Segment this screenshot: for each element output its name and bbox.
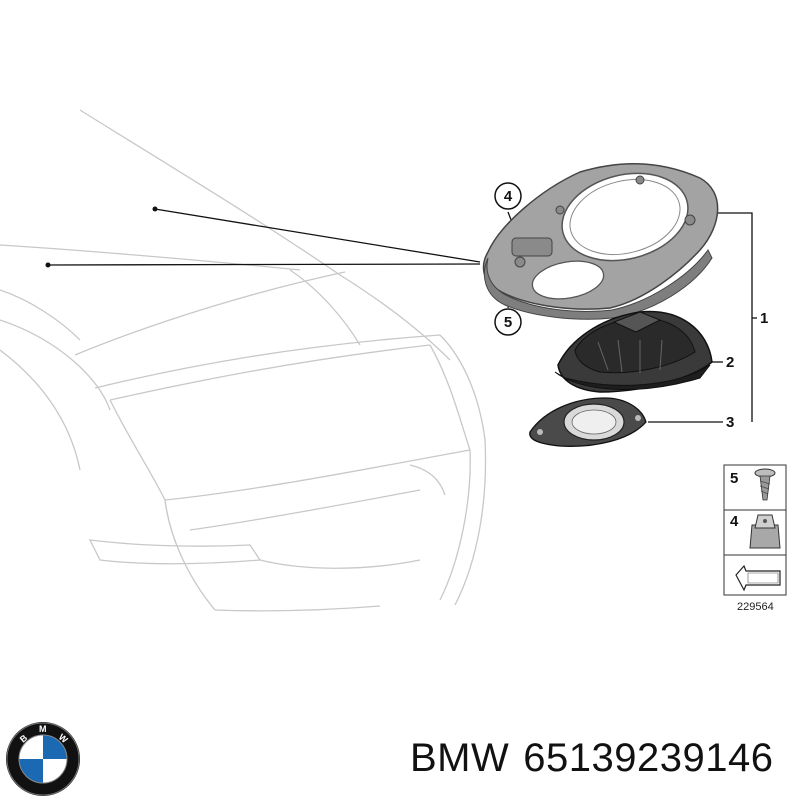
hardware-label-5: 5 — [730, 470, 738, 487]
svg-text:5: 5 — [504, 314, 512, 331]
loudspeaker — [554, 310, 713, 393]
callout-3: 3 — [726, 414, 734, 431]
callout-1: 1 — [760, 310, 768, 327]
hardware-panel: 5 4 — [723, 464, 787, 596]
screw-icon — [754, 468, 776, 501]
speaker-bracket — [482, 162, 719, 320]
leader-dot — [45, 262, 51, 268]
callout-4: 4 — [494, 182, 522, 210]
car-outline — [0, 109, 487, 612]
leader-lines — [47, 208, 757, 423]
callout-5: 5 — [494, 308, 522, 336]
leader-dot — [152, 206, 158, 212]
bmw-logo: B M W — [6, 722, 80, 796]
part-caption: BMW 65139239146 — [410, 736, 795, 788]
diagram-id: 229564 — [737, 601, 774, 613]
arrow-icon — [735, 564, 781, 592]
brand-name: BMW — [410, 736, 510, 780]
hardware-label-4: 4 — [730, 513, 739, 530]
svg-text:M: M — [39, 724, 47, 734]
clip-nut-icon — [749, 514, 781, 549]
part-number: 65139239146 — [523, 736, 774, 780]
callout-2: 2 — [726, 354, 734, 371]
gasket — [529, 397, 647, 447]
svg-text:B: B — [18, 732, 30, 744]
svg-text:4: 4 — [504, 188, 513, 205]
